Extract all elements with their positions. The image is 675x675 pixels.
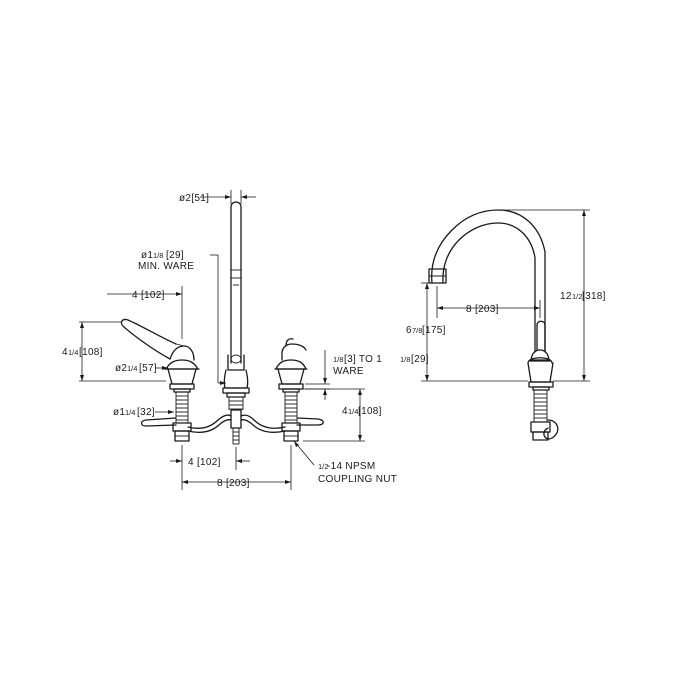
- ware-label: WARE: [333, 366, 364, 377]
- ware-range-label: [3] TO 1: [344, 354, 382, 365]
- npsm-label: -14 NPSM: [327, 461, 376, 472]
- overall-height-label-b: [318]: [582, 291, 606, 302]
- ware-min-frac: 1/8: [333, 355, 343, 364]
- overall-height-label-a: 12: [560, 291, 572, 302]
- escutcheon-dia-frac: 1/4: [127, 364, 137, 373]
- side-view: [428, 209, 559, 441]
- handle-height-frac: 1/4: [68, 348, 78, 357]
- side-dimensions: [421, 209, 590, 382]
- hole-diameter-label-b: [29]: [166, 250, 184, 261]
- shank-dia-label-a: ø1: [113, 407, 125, 418]
- escutcheon-dia-label-a: ø2: [115, 363, 127, 374]
- reach-label: 8 [203]: [466, 304, 499, 315]
- front-dimensions: [79, 190, 365, 490]
- ware-max-label: [29]: [411, 354, 429, 365]
- shank-length-label-a: 4: [342, 406, 348, 417]
- shank-length-frac: 1/4: [348, 407, 358, 416]
- dimension-labels: ø2[51] ø1 1/8 [29] MIN. WARE 4 [102] 4 1…: [62, 193, 606, 489]
- escutcheon-dia-label-b: [57]: [139, 363, 157, 374]
- hole-diameter-frac: 1/8: [153, 251, 163, 260]
- handle-right: [274, 338, 324, 442]
- supply-tubes: [187, 414, 286, 433]
- center-full-label: 8 [203]: [217, 478, 250, 489]
- outlet-height-label-b: [175]: [422, 325, 446, 336]
- npsm-frac: 1/2: [318, 462, 328, 471]
- spout-front: [222, 201, 250, 445]
- shank-length-label-b: [108]: [358, 406, 382, 417]
- handle-height-label-a: 4: [62, 347, 68, 358]
- hole-diameter-label-a: ø1: [141, 250, 153, 261]
- shank-dia-label-b: [32]: [137, 407, 155, 418]
- outlet-height-frac: 7/8: [412, 326, 422, 335]
- outlet-height-label-a: 6: [406, 325, 412, 336]
- center-half-label: 4 [102]: [188, 457, 221, 468]
- overall-height-frac: 1/2: [572, 292, 582, 301]
- front-view: [120, 201, 324, 445]
- spout-diameter-label: ø2[51]: [179, 193, 209, 204]
- shank-dia-frac: 1/4: [125, 408, 135, 417]
- ware-max-frac: 1/8: [400, 355, 410, 364]
- min-ware-label: MIN. WARE: [138, 261, 194, 272]
- handle-height-label-b: [108]: [79, 347, 103, 358]
- handle-left: [120, 318, 200, 442]
- handle-length-label: 4 [102]: [132, 290, 165, 301]
- coupling-nut-label: COUPLING NUT: [318, 474, 397, 485]
